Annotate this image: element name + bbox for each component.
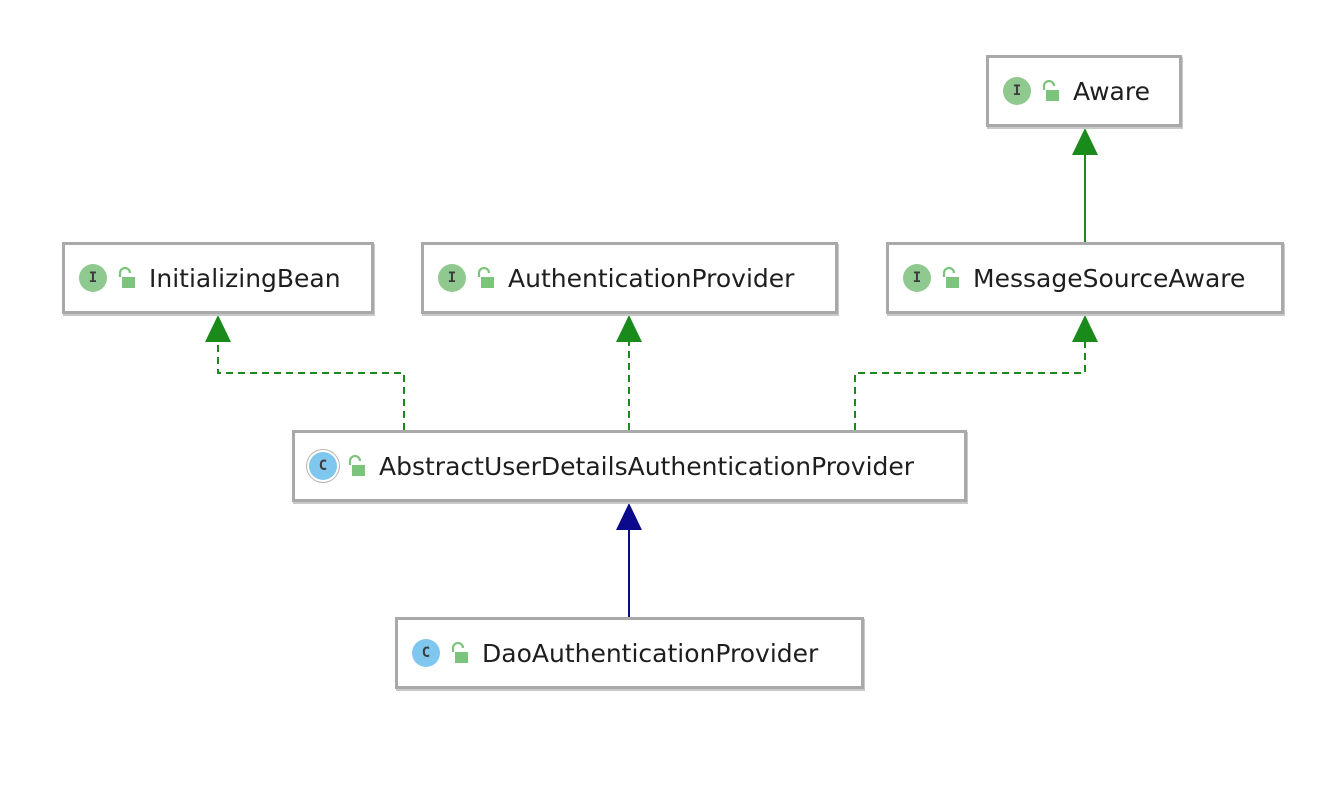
abstract-class-icon: C (309, 452, 337, 480)
unlocked-padlock-icon (451, 642, 468, 663)
edge-messagesourceaware-to-aware (1072, 128, 1098, 242)
node-label: MessageSourceAware (973, 263, 1246, 293)
class-icon: C (412, 639, 440, 667)
unlocked-padlock-icon (942, 267, 959, 288)
edge-arrowhead (1072, 315, 1098, 342)
edge-arrowhead (616, 315, 642, 342)
node-aware[interactable]: I Aware (986, 55, 1182, 127)
node-label: Aware (1073, 76, 1150, 106)
node-label: AuthenticationProvider (508, 263, 795, 293)
unlocked-padlock-icon (477, 267, 494, 288)
node-label: InitializingBean (149, 263, 341, 293)
interface-icon: I (79, 264, 107, 292)
edge-abstract-to-messagesourceaware (854, 315, 1098, 430)
edge-arrowhead (616, 503, 642, 530)
node-messagesourceaware[interactable]: I MessageSourceAware (886, 242, 1284, 314)
node-label: DaoAuthenticationProvider (482, 638, 819, 668)
edge-abstract-to-initializingbean (205, 315, 405, 430)
edge-arrowhead (205, 315, 231, 342)
edge-arrowhead (1072, 128, 1098, 155)
unlocked-padlock-icon (118, 267, 135, 288)
node-initializingbean[interactable]: I InitializingBean (62, 242, 374, 314)
interface-icon: I (903, 264, 931, 292)
node-abstractuserdetailsauthenticationprovider[interactable]: C AbstractUserDetailsAuthenticationProvi… (292, 430, 967, 502)
unlocked-padlock-icon (348, 455, 365, 476)
node-authenticationprovider[interactable]: I AuthenticationProvider (421, 242, 838, 314)
node-daoauthenticationprovider[interactable]: C DaoAuthenticationProvider (395, 617, 864, 689)
node-label: AbstractUserDetailsAuthenticationProvide… (379, 451, 915, 481)
interface-icon: I (438, 264, 466, 292)
edge-abstract-to-authenticationprovider (616, 315, 642, 430)
edge-dao-to-abstract (616, 503, 642, 617)
unlocked-padlock-icon (1042, 80, 1059, 101)
interface-icon: I (1003, 77, 1031, 105)
